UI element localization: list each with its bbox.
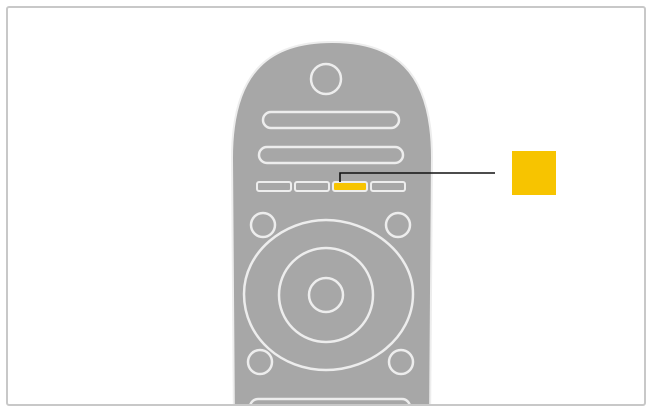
color-key-green bbox=[295, 182, 329, 191]
color-key-yellow bbox=[333, 182, 367, 191]
long-button-bottom bbox=[250, 399, 410, 406]
ok-button-icon bbox=[309, 278, 343, 312]
top-round-button-icon bbox=[311, 64, 341, 94]
side-button-top-left bbox=[251, 213, 275, 237]
diagram-frame bbox=[6, 6, 646, 406]
long-button-top bbox=[263, 112, 399, 128]
side-button-bottom-left bbox=[248, 350, 272, 374]
remote-control-diagram bbox=[8, 8, 646, 406]
side-button-bottom-right bbox=[389, 350, 413, 374]
color-key-blue bbox=[371, 182, 405, 191]
long-button-middle bbox=[259, 147, 403, 163]
color-key-red bbox=[257, 182, 291, 191]
side-button-top-right bbox=[386, 213, 410, 237]
yellow-square-marker bbox=[512, 151, 556, 195]
